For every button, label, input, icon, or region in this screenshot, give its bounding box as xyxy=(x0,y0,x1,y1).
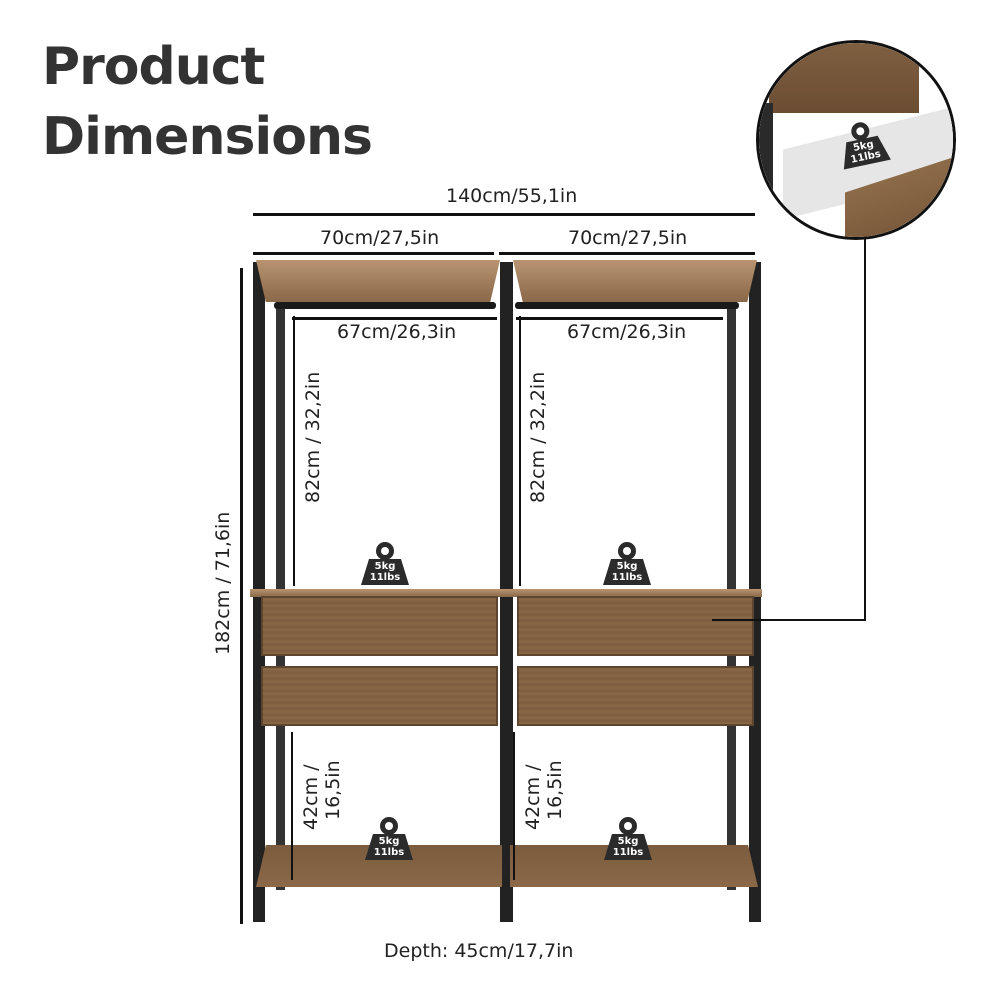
total-width-label: 140cm/55,1in xyxy=(446,185,578,207)
hanging-height-right-line xyxy=(519,316,521,586)
bottom-height-left-line xyxy=(291,732,293,880)
drawer-bottom-right[interactable] xyxy=(517,666,754,726)
title-line-1: Product xyxy=(42,37,265,97)
callout-line-horizontal xyxy=(712,619,866,621)
rail-width-right-line xyxy=(516,317,723,320)
hanging-height-right-label: 82cm / 32,2in xyxy=(527,371,549,503)
rail-width-right-label: 67cm/26,3in xyxy=(567,321,687,343)
middle-shelf xyxy=(250,589,762,597)
weight-icon xyxy=(843,122,891,170)
drawer-top-left[interactable] xyxy=(261,596,498,656)
weight-badge-middle-right: 5kg 11lbs xyxy=(599,541,655,587)
drawer-top-right[interactable] xyxy=(517,596,754,656)
weight-badge-middle-left: 5kg 11lbs xyxy=(357,541,413,587)
weight-icon xyxy=(604,817,652,860)
top-shelf-left xyxy=(256,260,500,302)
total-width-line xyxy=(253,213,755,216)
hanging-height-left-line xyxy=(293,316,295,586)
weight-icon xyxy=(361,542,409,585)
weight-badge-bottom-right: 5kg 11lbs xyxy=(600,816,656,862)
hanging-rail-right xyxy=(515,302,739,309)
weight-icon xyxy=(365,817,413,860)
section-width-left-line xyxy=(253,252,494,255)
bottom-height-left-label: 42cm / 16,5in xyxy=(300,760,344,830)
drawer-detail-callout: 5kg 11lbs xyxy=(756,40,956,240)
section-width-right-label: 70cm/27,5in xyxy=(568,227,688,249)
bottom-height-right-line xyxy=(513,732,515,880)
callout-line-vertical xyxy=(864,238,866,621)
weight-icon xyxy=(603,542,651,585)
bottom-height-right-label: 42cm / 16,5in xyxy=(522,760,566,830)
section-width-right-line xyxy=(499,252,755,255)
hanging-rail-left xyxy=(274,302,496,309)
rail-width-left-label: 67cm/26,3in xyxy=(337,321,457,343)
drawer-detail-post xyxy=(759,103,773,237)
total-height-line xyxy=(240,268,243,924)
hanging-height-left-label: 82cm / 32,2in xyxy=(302,371,324,503)
total-height-label: 182cm / 71,6in xyxy=(212,511,234,655)
weight-badge-drawer: 5kg 11lbs xyxy=(831,116,895,173)
drawer-bottom-left[interactable] xyxy=(261,666,498,726)
top-shelf-right xyxy=(513,260,757,302)
depth-label: Depth: 45cm/17,7in xyxy=(384,940,574,962)
page-title: Product Dimensions xyxy=(42,32,373,172)
weight-badge-bottom-left: 5kg 11lbs xyxy=(361,816,417,862)
section-width-left-label: 70cm/27,5in xyxy=(320,227,440,249)
rail-width-left-line xyxy=(292,317,497,320)
title-line-2: Dimensions xyxy=(42,107,373,167)
drawer-detail-frame xyxy=(769,43,919,113)
